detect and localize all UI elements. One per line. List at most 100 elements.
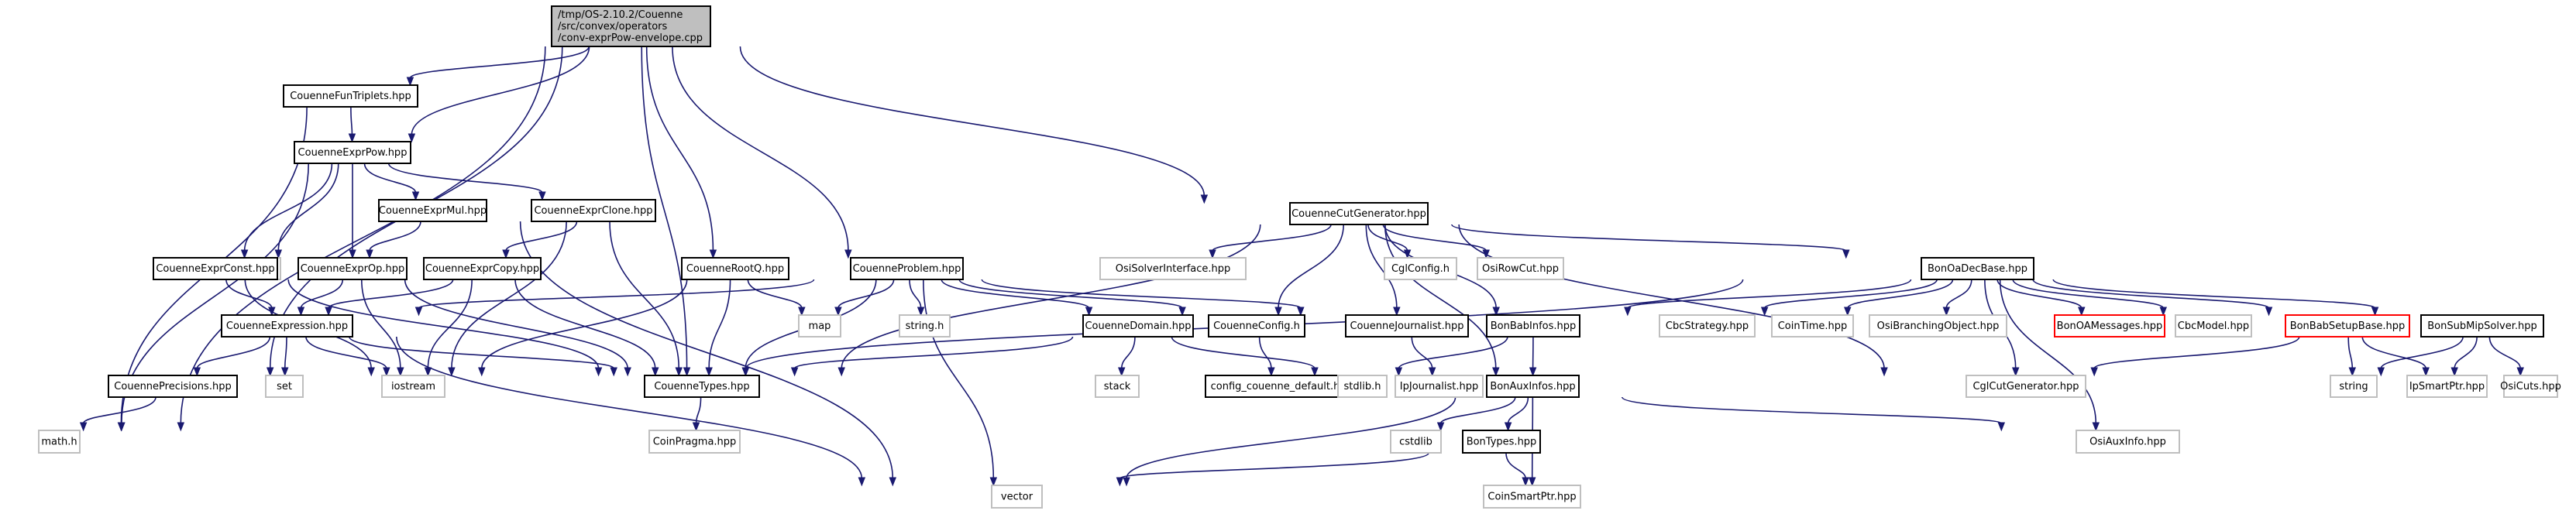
edge-arrowhead xyxy=(989,477,998,487)
edge-arrowhead xyxy=(705,367,713,377)
edge-expression-to-iostream xyxy=(305,336,390,377)
edge-oadecbase-to-osiauxinfo xyxy=(1999,279,2100,432)
edge-problem-to-expression xyxy=(414,279,815,317)
edge-arrowhead xyxy=(1200,194,1209,204)
node-couennerootq-hpp[interactable]: CouenneRootQ.hpp xyxy=(681,257,789,280)
edge-line xyxy=(645,46,714,252)
node-box xyxy=(423,257,542,280)
edge-exprop-to-expression xyxy=(297,279,344,317)
edge-auxinfos-to-vector xyxy=(1123,396,1457,487)
edge-exprcopy-to-expression xyxy=(325,279,454,317)
node-couennecutgenerator-hpp[interactable]: CouenneCutGenerator.hpp xyxy=(1289,202,1429,225)
edge-arrowhead xyxy=(1117,367,1126,377)
edge-line xyxy=(837,279,895,309)
edge-arrowhead xyxy=(594,367,603,377)
node-couenneexprcopy-hpp[interactable]: CouenneExprCopy.hpp xyxy=(423,257,542,280)
edge-arrowhead xyxy=(397,367,404,377)
edge-arrowhead xyxy=(2265,307,2273,317)
edge-auxinfos-to-cstdlib xyxy=(1436,396,1516,432)
node-bonbabinfos-hpp[interactable]: BonBabInfos.hpp xyxy=(1486,314,1580,338)
node-couennetypes-hpp[interactable]: CouenneTypes.hpp xyxy=(644,375,760,398)
edge-arrowhead xyxy=(1116,477,1124,487)
node-box xyxy=(1483,485,1581,509)
node-couennedomain-hpp[interactable]: CouenneDomain.hpp xyxy=(1082,314,1194,338)
node-ipjournalist-hpp: IpJournalist.hpp xyxy=(1395,375,1484,398)
edge-precisions-to-math_h xyxy=(79,396,156,432)
edge-line xyxy=(1627,279,1912,309)
node-box xyxy=(644,375,760,398)
edge-arrowhead xyxy=(367,367,375,377)
node-couennejournalist-hpp[interactable]: CouenneJournalist.hpp xyxy=(1345,314,1469,338)
edge-babinfos-to-stdlib_h xyxy=(1395,336,1508,377)
node-couenneexprmul-hpp[interactable]: CouenneExprMul.hpp xyxy=(378,199,487,222)
node-box xyxy=(1082,314,1194,338)
edge-line xyxy=(1411,336,1433,369)
node-bontypes-hpp[interactable]: BonTypes.hpp xyxy=(1462,430,1541,454)
node-string: string xyxy=(2330,375,2378,398)
node-bonoamessages-hpp[interactable]: BonOAMessages.hpp xyxy=(2054,314,2165,338)
edge-submipsolver-to-osicuts xyxy=(2488,336,2524,377)
edge-arrowhead xyxy=(1624,307,1632,317)
edge-line xyxy=(2347,336,2354,369)
edge-auxinfos-to-osiauxinfo xyxy=(1621,396,2006,432)
node-bonsubmipsolver-hpp[interactable]: BonSubMipSolver.hpp xyxy=(2420,314,2544,338)
node-label: BonBabInfos.hpp xyxy=(1491,320,1577,332)
node-box xyxy=(1095,375,1140,398)
edge-exprop-to-iostream xyxy=(360,279,404,377)
node-couenneexprconst-hpp[interactable]: CouenneExprConst.hpp xyxy=(153,257,278,280)
edge-arrowhead xyxy=(2348,367,2357,377)
node-couenneexprop-hpp[interactable]: CouenneExprOp.hpp xyxy=(297,257,408,280)
node-couenneproblem-hpp[interactable]: CouenneProblem.hpp xyxy=(850,257,964,280)
node-bonoadecbase-hpp[interactable]: BonOaDecBase.hpp xyxy=(1921,257,2034,280)
node-box xyxy=(1390,430,1442,454)
node-bonauxinfos-hpp[interactable]: BonAuxInfos.hpp xyxy=(1486,375,1580,398)
node-box xyxy=(1395,375,1484,398)
edge-arrowhead xyxy=(1529,367,1537,377)
node-box xyxy=(991,485,1043,509)
node-couenneexpression-hpp[interactable]: CouenneExpression.hpp xyxy=(221,314,353,338)
edge-line xyxy=(451,221,567,369)
node-couennefuntriplets-hpp[interactable]: CouenneFunTriplets.hpp xyxy=(283,84,418,108)
node-label: IpSmartPtr.hpp xyxy=(2409,381,2485,392)
edge-arrowhead xyxy=(1844,307,1852,317)
edge-line xyxy=(641,46,688,369)
node-label: CouenneExprOp.hpp xyxy=(301,263,405,275)
node-label: BonOaDecBase.hpp xyxy=(1928,263,2027,275)
edge-submipsolver-to-string xyxy=(2377,336,2464,377)
node-couenneexprpow-hpp[interactable]: CouenneExprPow.hpp xyxy=(294,141,411,164)
node-cglcutgenerator-hpp: CglCutGenerator.hpp xyxy=(1966,375,2086,398)
edge-arrowhead xyxy=(1504,422,1512,432)
edge-arrowhead xyxy=(2450,367,2458,377)
edge-line xyxy=(841,224,1261,369)
node-label: CbcStrategy.hpp xyxy=(1666,320,1749,332)
edge-arrowhead xyxy=(538,191,546,201)
node-stdlib-h: stdlib.h xyxy=(1337,375,1388,398)
node-box xyxy=(2503,375,2558,398)
edge-line xyxy=(1171,336,1316,369)
edge-line xyxy=(1398,336,1508,369)
edge-line xyxy=(225,279,273,309)
node-label: OsiBranchingObject.hpp xyxy=(1877,320,2000,332)
node-box xyxy=(681,257,789,280)
edge-bontypes-to-coinsmartptr xyxy=(1505,452,1529,487)
node-couenneexprclone-hpp[interactable]: CouenneExprClone.hpp xyxy=(531,199,656,222)
node-couenneconfig-h[interactable]: CouenneConfig.h xyxy=(1208,314,1305,338)
edge-arrowhead xyxy=(1492,307,1500,317)
edge-line xyxy=(1846,279,1954,309)
edge-line xyxy=(1505,452,1526,479)
edge-line xyxy=(2361,336,2426,369)
edge-arrowhead xyxy=(240,249,249,259)
edge-exprmul-to-exprop xyxy=(366,221,421,259)
node-box xyxy=(2330,375,2378,398)
node-config-couenne-default-h[interactable]: config_couenne_default.h xyxy=(1205,375,1346,398)
edge-line xyxy=(300,279,344,309)
edge-line xyxy=(305,336,387,369)
edge-line xyxy=(360,279,401,369)
node-box xyxy=(283,84,418,108)
node-bonbabsetupbase-hpp[interactable]: BonBabSetupBase.hpp xyxy=(2285,314,2410,338)
node-box xyxy=(551,5,711,47)
edge-exprpow-to-exprmul xyxy=(363,163,420,201)
edge-line xyxy=(1384,224,1497,369)
node-couenneprecisions-hpp[interactable]: CouennePrecisions.hpp xyxy=(108,375,238,398)
edge-line xyxy=(1763,279,1938,309)
